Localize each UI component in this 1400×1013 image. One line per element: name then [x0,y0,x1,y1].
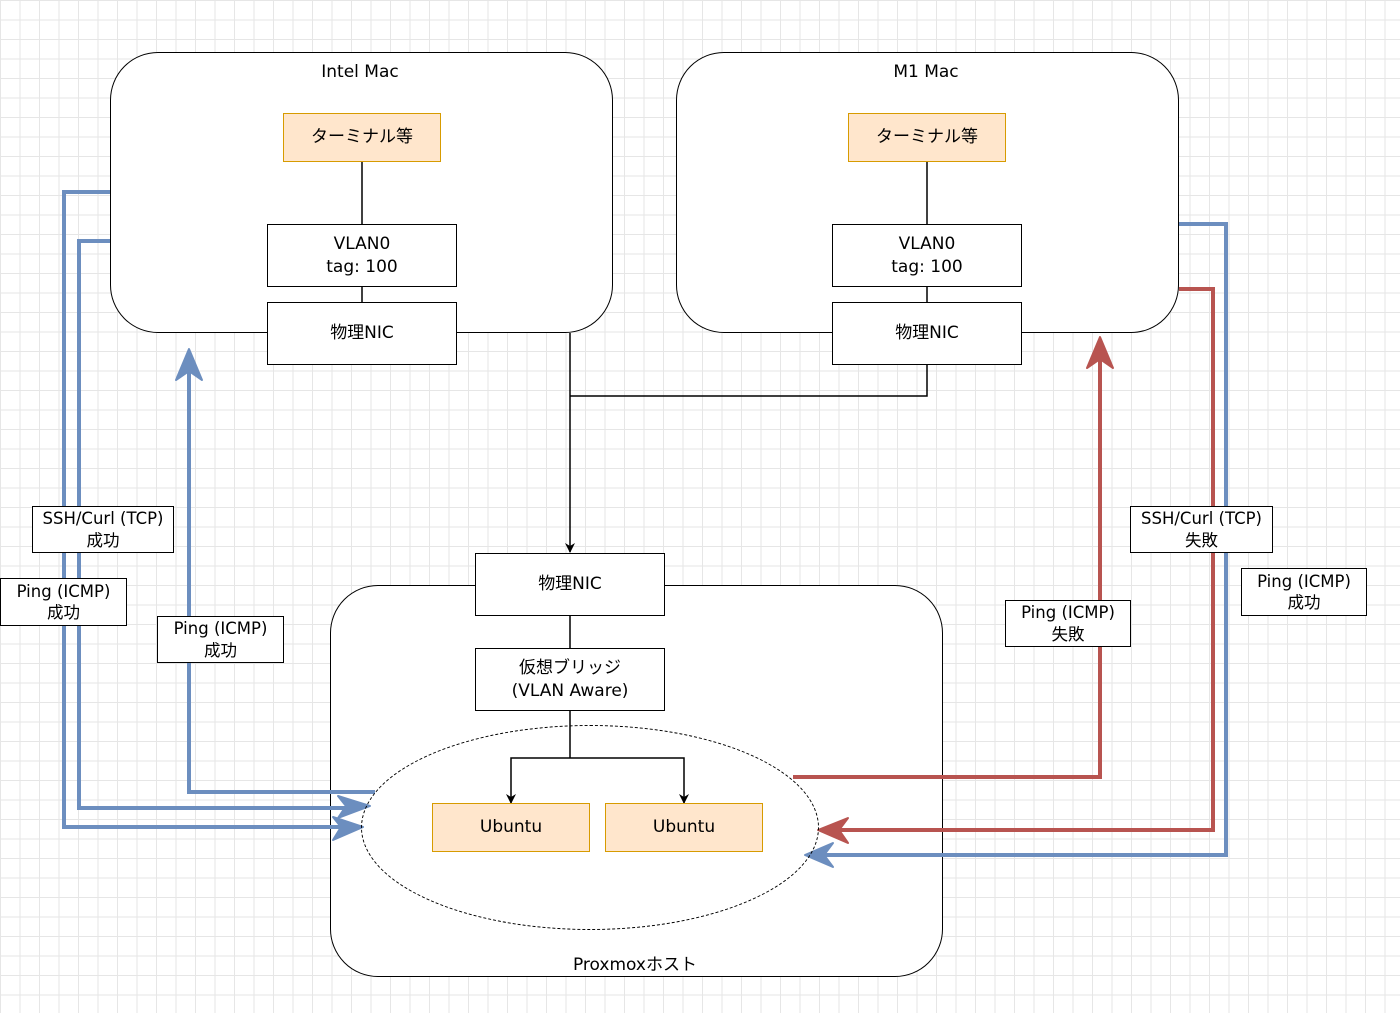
m1-terminal-box: ターミナル等 [848,113,1006,162]
proxmox-nic-box: 物理NIC [475,553,665,616]
ubuntu-vm-1: Ubuntu [432,803,590,852]
m1-ssh-label: SSH/Curl (TCP) 失敗 [1130,506,1273,553]
ubuntu-vm-2: Ubuntu [605,803,763,852]
intel-ssh-label: SSH/Curl (TCP) 成功 [32,506,174,553]
intel-ping-inner-label: Ping (ICMP) 成功 [157,616,284,663]
m1-ping-fail-label: Ping (ICMP) 失敗 [1005,600,1131,647]
m1-vlan-box: VLAN0 tag: 100 [832,224,1022,287]
virtual-bridge-box: 仮想ブリッジ (VLAN Aware) [475,648,665,711]
vm-group-ellipse [361,725,819,930]
m1-mac-title: M1 Mac [893,62,959,82]
m1-ping-failure-path [793,358,1102,779]
intel-ping-inner-success-path [187,370,375,794]
intel-terminal-box: ターミナル等 [283,113,441,162]
intel-nic-box: 物理NIC [267,302,457,365]
m1-ping-ok-label: Ping (ICMP) 成功 [1241,568,1367,616]
intel-ping-outer-label: Ping (ICMP) 成功 [0,578,127,626]
m1-nic-box: 物理NIC [832,302,1022,365]
proxmox-host-title: Proxmoxホスト [572,955,697,975]
intel-vlan-box: VLAN0 tag: 100 [267,224,457,287]
m1-ssh-failure-path [838,287,1215,832]
m1-to-proxmox-line [570,365,928,397]
intel-mac-title: Intel Mac [321,62,399,82]
